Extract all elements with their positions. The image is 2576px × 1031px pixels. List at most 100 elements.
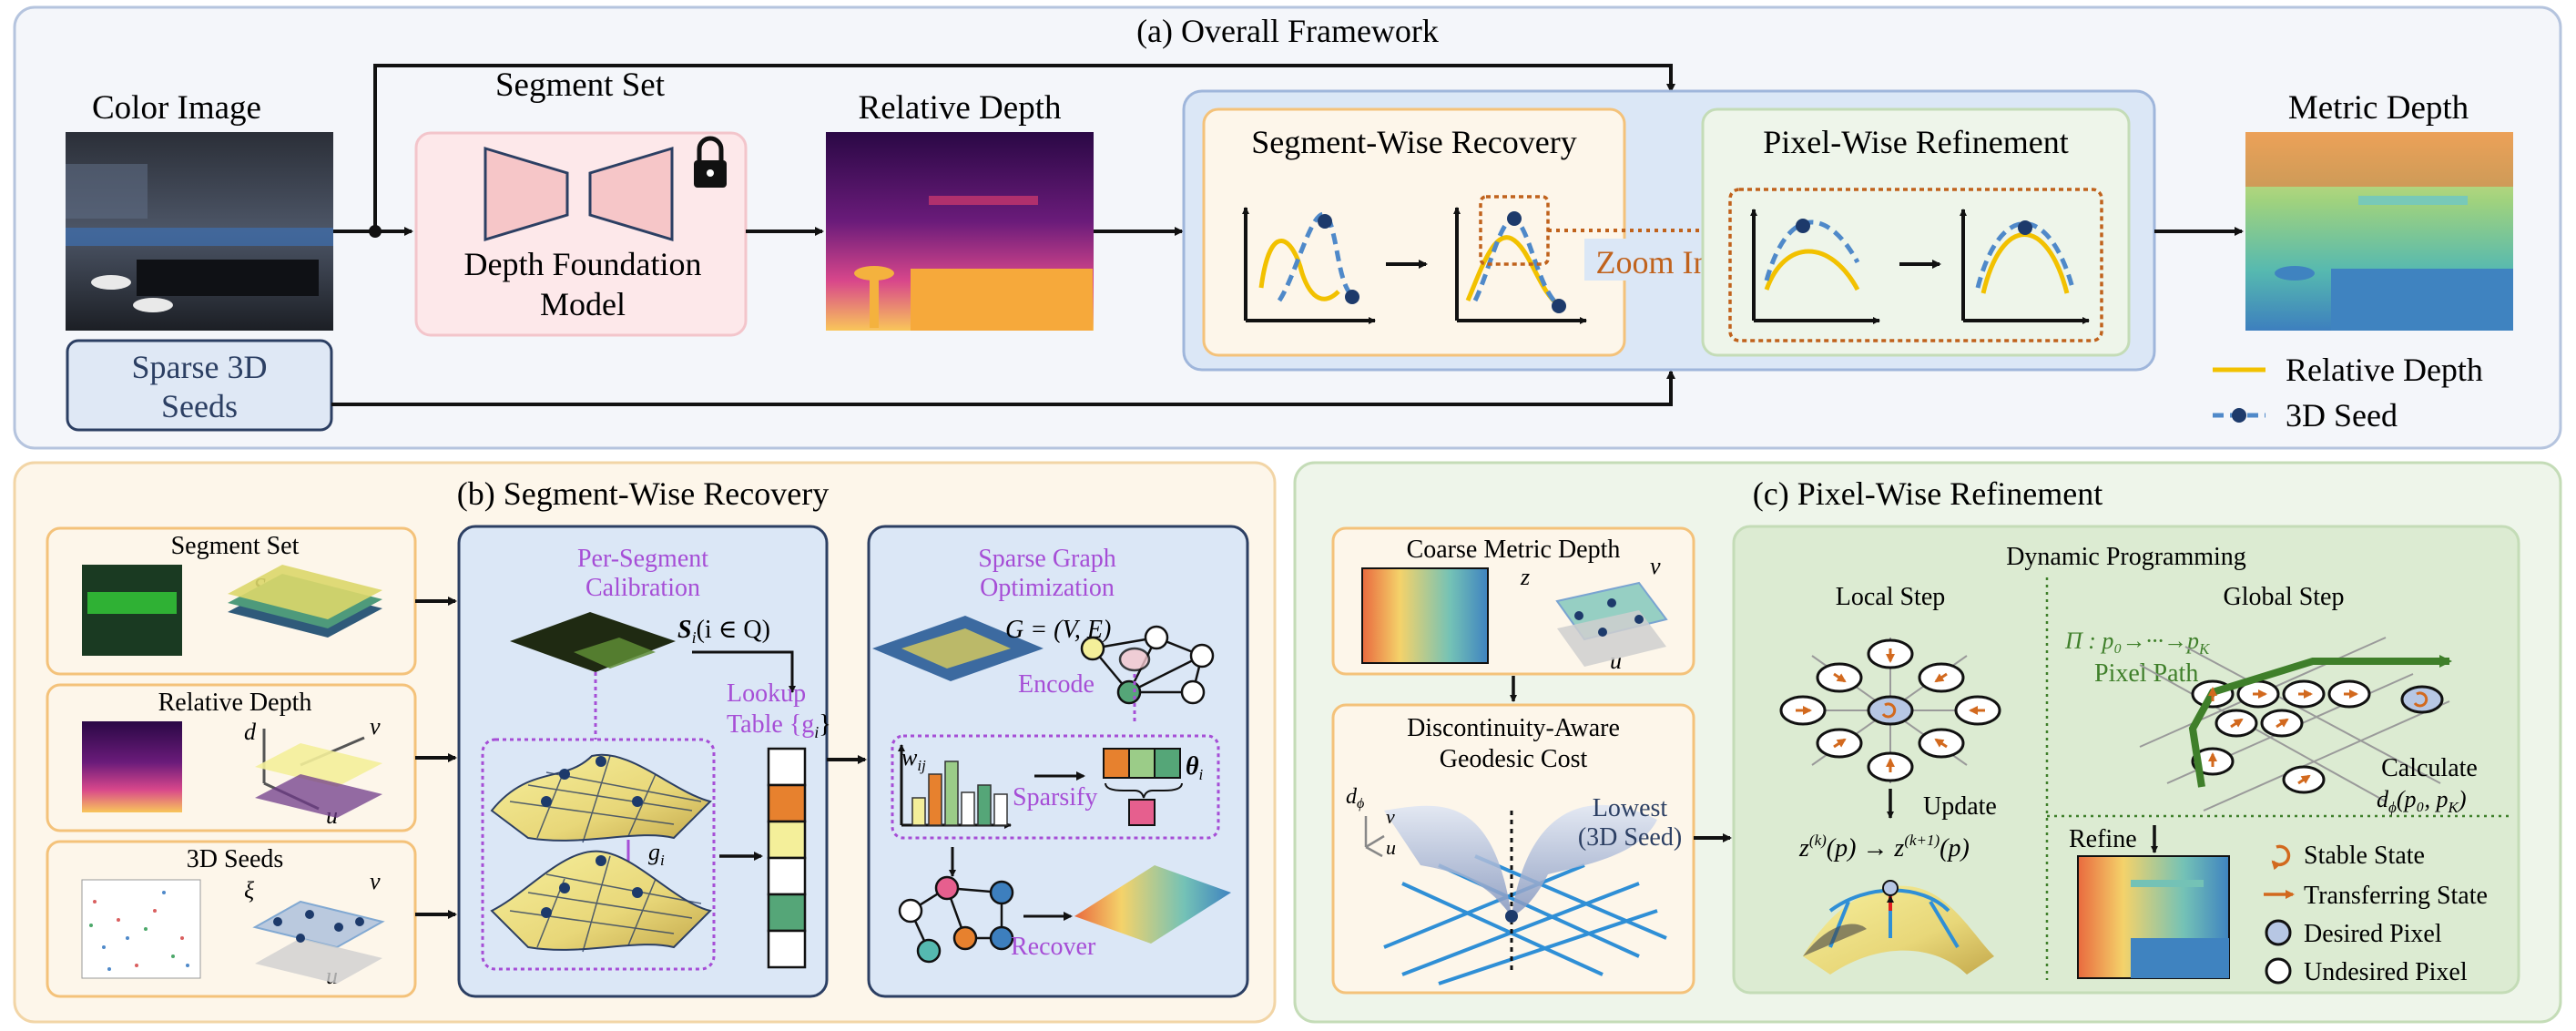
skip-connection-bottom	[331, 370, 1675, 406]
recover-label: Recover	[1011, 933, 1096, 961]
update-label: Update	[1923, 792, 1997, 821]
plot-before-recovery	[1242, 207, 1376, 324]
dp-title: Dynamic Programming	[2006, 543, 2246, 571]
color-image-label: Color Image	[92, 89, 261, 127]
pixel-path-label: Pixel Path	[2094, 659, 2198, 688]
legend-relative-depth: Relative Depth	[2286, 352, 2483, 388]
sparse-graph-line2: Optimization	[980, 574, 1115, 602]
lookup-line2: Table {gi}	[727, 710, 831, 741]
refine-label: Refine	[2069, 825, 2137, 853]
segment-recovery-title: Segment-Wise Recovery	[1251, 124, 1576, 160]
pixel-refinement-box: Pixel-Wise Refinement	[1701, 107, 2131, 357]
segment-recovery-box: Segment-Wise Recovery	[1202, 107, 1626, 357]
dynamic-programming-box: Dynamic Programming Local Step	[1732, 525, 2520, 995]
sparse-graph-box: Sparse Graph Optimization G = (V, E) Enc…	[867, 525, 1249, 998]
xi-axis-label: ξ	[244, 877, 255, 903]
lookup-line1: Lookup	[727, 679, 806, 708]
wij-label: wij	[901, 744, 926, 774]
input-relative-depth-label: Relative Depth	[158, 689, 312, 717]
refined-depth-thumbnail	[2077, 855, 2230, 979]
sparse-seeds-line2: Seeds	[161, 388, 238, 424]
v-axis-label-b2: v	[370, 868, 381, 894]
geodesic-cost-box: Discontinuity-Aware Geodesic Cost dϕ v u…	[1331, 703, 1695, 995]
geo-funnel	[1384, 804, 1657, 916]
sparse-seeds-box: Sparse 3D Seeds	[66, 339, 333, 432]
lookup-table	[767, 747, 807, 969]
color-image-thumbnail	[66, 132, 333, 331]
relative-depth-thumbnail	[826, 132, 1094, 331]
weight-bars	[911, 760, 1008, 826]
relative-depth-label: Relative Depth	[859, 89, 1062, 127]
plot-after-recovery	[1453, 195, 1587, 324]
legend-overall: Relative Depth 3D Seed	[2213, 352, 2483, 434]
geo-grid	[1383, 854, 1667, 985]
pixel-refinement-title: Pixel-Wise Refinement	[1763, 124, 2068, 160]
lowest-line2: (3D Seed)	[1578, 823, 1682, 852]
input-relative-depth: Relative Depth d v u	[46, 683, 417, 832]
stable-state-icon	[2271, 844, 2291, 871]
graph-bottom	[898, 875, 1014, 964]
sparse-seeds-line1: Sparse 3D	[132, 349, 268, 385]
d-axis-label: d	[244, 719, 257, 745]
v-axis-label-c: v	[1650, 553, 1661, 579]
lowest-line1: Lowest	[1593, 794, 1668, 822]
geo-u-label: u	[1386, 836, 1396, 859]
panel-c-title: (c) Pixel-Wise Refinement	[1753, 475, 2103, 512]
metric-depth-label: Metric Depth	[2288, 89, 2469, 127]
local-step-label: Local Step	[1836, 583, 1946, 611]
update-formula: z(k)(p) → z(k+1)(p)	[1798, 832, 1970, 863]
stable-loop-local	[1881, 702, 1897, 719]
segment-set-label: Segment Set	[495, 66, 666, 104]
input-segment-set: Segment Set S	[46, 526, 417, 676]
junction-dot	[369, 225, 382, 238]
plot-zoom-before	[1750, 209, 1880, 324]
gi-label: gi	[648, 839, 665, 869]
panel-a-title: (a) Overall Framework	[1136, 13, 1439, 49]
legend-undesired: Undesired Pixel	[2304, 958, 2468, 986]
foundation-line2: Model	[540, 286, 626, 322]
plot-zoom-after	[1960, 209, 2090, 324]
zoom-label-bg	[1584, 239, 1721, 281]
sparsify-label: Sparsify	[1013, 783, 1097, 812]
sparse-graph-line1: Sparse Graph	[978, 545, 1116, 573]
legend-desired: Desired Pixel	[2304, 920, 2442, 948]
undesired-pixel-icon	[2265, 957, 2292, 985]
geo-v-label: v	[1386, 805, 1395, 828]
arrows-into-calibration	[415, 597, 457, 919]
input-segment-set-label: Segment Set	[171, 532, 300, 560]
desired-pixel-icon	[2265, 919, 2292, 946]
zoom-in-label: Zoom In	[1596, 244, 1710, 281]
legend-transferring: Transferring State	[2304, 882, 2488, 910]
dphi-axis-label: dϕ	[1346, 785, 1364, 812]
input-seeds-label: 3D Seeds	[187, 845, 284, 873]
pixel-path	[2188, 655, 2452, 788]
v-axis-label-b1: v	[370, 713, 381, 740]
per-segment-line2: Calibration	[585, 574, 700, 602]
panel-b-title: (b) Segment-Wise Recovery	[457, 475, 829, 512]
encode-label: Encode	[1018, 670, 1095, 699]
foundation-model-box: Depth Foundation Model	[414, 131, 748, 337]
dphi-formula: dϕ(p₀, pK)	[2377, 786, 2467, 816]
lock-icon	[694, 136, 727, 188]
sparse-vector	[1103, 748, 1183, 826]
geo-line2: Geodesic Cost	[1440, 745, 1588, 773]
per-segment-calibration-box: Per-Segment Calibration Si(i ∈ Q) gi Loo…	[457, 525, 831, 998]
local-arrows	[1796, 648, 1985, 772]
legend-pixel: Stable State Transferring State Desired …	[2264, 842, 2488, 986]
theta-label: θi	[1186, 752, 1204, 783]
pi-formula: Π : p₀→···→pK	[2064, 628, 2211, 658]
coarse-label: Coarse Metric Depth	[1407, 536, 1621, 564]
per-segment-line1: Per-Segment	[577, 545, 708, 573]
legend-stable: Stable State	[2304, 842, 2425, 870]
stable-loop-global	[2413, 691, 2428, 708]
geo-line1: Discontinuity-Aware	[1407, 714, 1620, 742]
metric-depth-thumbnail	[2245, 132, 2513, 331]
input-3d-seeds: 3D Seeds ξ v u	[46, 840, 417, 998]
legend-seed: 3D Seed	[2286, 397, 2398, 434]
si-label: Si(i ∈ Q)	[677, 616, 770, 647]
coarse-metric-box: Coarse Metric Depth z v u	[1331, 526, 1695, 676]
global-step-label: Global Step	[2224, 583, 2345, 611]
z-axis-label: z	[1520, 564, 1530, 590]
calculate-label: Calculate	[2381, 754, 2478, 782]
